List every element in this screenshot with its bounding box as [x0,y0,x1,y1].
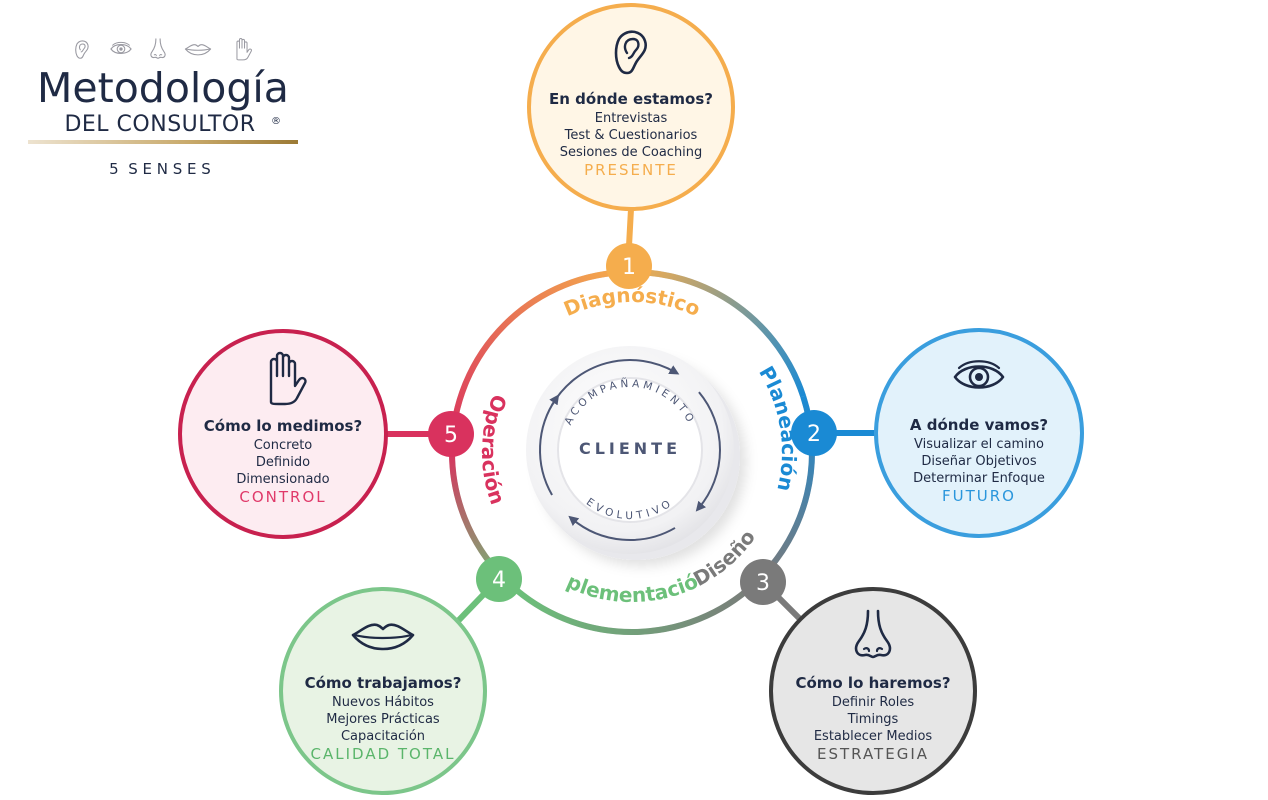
phase-tag: PRESENTE [584,161,678,179]
phase-badges: 1 2 3 4 5 [428,243,837,605]
phase-question: A dónde vamos? [910,416,1048,434]
phase-item: Entrevistas [595,111,668,126]
phase-item: Visualizar el camino [914,437,1044,452]
cycle-arrow-4 [539,394,560,496]
phase-item: Definido [256,455,310,470]
badge-number: 2 [807,422,821,447]
logo-title: Metodología [37,64,289,112]
connector-phase-4 [455,591,487,624]
ear-icon [75,40,89,59]
cycle-arrows [539,359,721,541]
connectors [383,206,879,624]
phase-card-circle [178,329,388,539]
phase-item: Dimensionado [236,472,329,487]
badge-phase-2: 2 [791,410,837,456]
badge-phase-3: 3 [740,559,786,605]
badge-number: 4 [492,568,506,593]
phase-card-circle [769,587,977,795]
hand-icon [269,351,307,406]
phase-tag: CONTROL [239,488,326,506]
badge-disc [428,411,474,457]
phase-card-circle [527,3,735,211]
phase-item: Diseñar Objetivos [921,454,1037,469]
phase-tag: CALIDAD TOTAL [311,745,456,763]
registered-mark: ® [271,116,281,127]
phase-question: Cómo lo haremos? [795,674,950,692]
ring-segment-1 [628,269,807,398]
hub-label: CLIENTE [579,439,681,458]
cycle-arrow-2 [695,391,721,512]
phase-card-2: A dónde vamos? Visualizar el caminoDiseña… [874,328,1084,538]
nose-icon [854,609,892,659]
ring-segment-3 [514,577,762,635]
phase-question: Cómo lo medimos? [204,417,362,435]
phase-card-circle [279,587,487,795]
phase-item: Definir Roles [832,695,915,710]
phase-question: En dónde estamos? [549,90,713,108]
badge-phase-4: 4 [476,556,522,602]
nose-icon [150,38,166,59]
logo-sense-icons [75,38,252,61]
phase-item: Timings [847,712,899,727]
phase-card-3: Cómo lo haremos? Definir RolesTimingsEsta… [769,587,977,795]
center-hub: ACOMPAÑAMIENTO EVOLUTIVO CLIENTE [526,346,740,560]
phase-item: Mejores Prácticas [326,712,440,727]
badge-number: 3 [756,571,770,596]
lips-icon [351,623,415,651]
phase-item: Sesiones de Coaching [560,145,703,160]
hand-icon [236,38,252,61]
phase-tag: FUTURO [942,487,1016,505]
lips-icon [184,44,212,56]
cycle-arrow-1 [551,359,680,406]
phase-item: Concreto [254,438,313,453]
badge-phase-5: 5 [428,411,474,457]
phase-item: Test & Cuestionarios [564,128,698,143]
badge-number: 1 [622,255,636,280]
connector-phase-1 [626,206,634,249]
hub-inner-disc [557,377,703,523]
phase-tag: ESTRATEGIA [817,745,929,763]
badge-disc [476,556,522,602]
badge-disc [606,243,652,289]
connector-phase-3 [775,594,805,624]
phase-item: Nuevos Hábitos [332,695,434,710]
badge-disc [791,410,837,456]
phase-question: Cómo trabajamos? [305,674,462,692]
logo-tagline: 5 S E N S E S [109,160,211,178]
badge-disc [740,559,786,605]
phase-card-circle [874,328,1084,538]
eye-icon [953,360,1005,389]
phase-item: Capacitación [341,729,425,744]
badge-phase-1: 1 [606,243,652,289]
ear-icon [614,30,647,75]
logo-subtitle: DEL CONSULTOR [64,112,255,137]
phase-item: Establecer Medios [814,729,933,744]
phase-card-5: Cómo lo medimos? ConcretoDefinidoDimensio… [178,329,388,539]
phase-item: Determinar Enfoque [913,471,1045,486]
ring-segment-5 [449,269,629,449]
logo: Metodología DEL CONSULTOR ® 5 S E N S E … [28,38,298,178]
badge-number: 5 [444,423,458,448]
eye-icon [110,41,132,54]
logo-gold-rule [28,140,298,144]
cycle-arrow-3 [568,515,676,541]
